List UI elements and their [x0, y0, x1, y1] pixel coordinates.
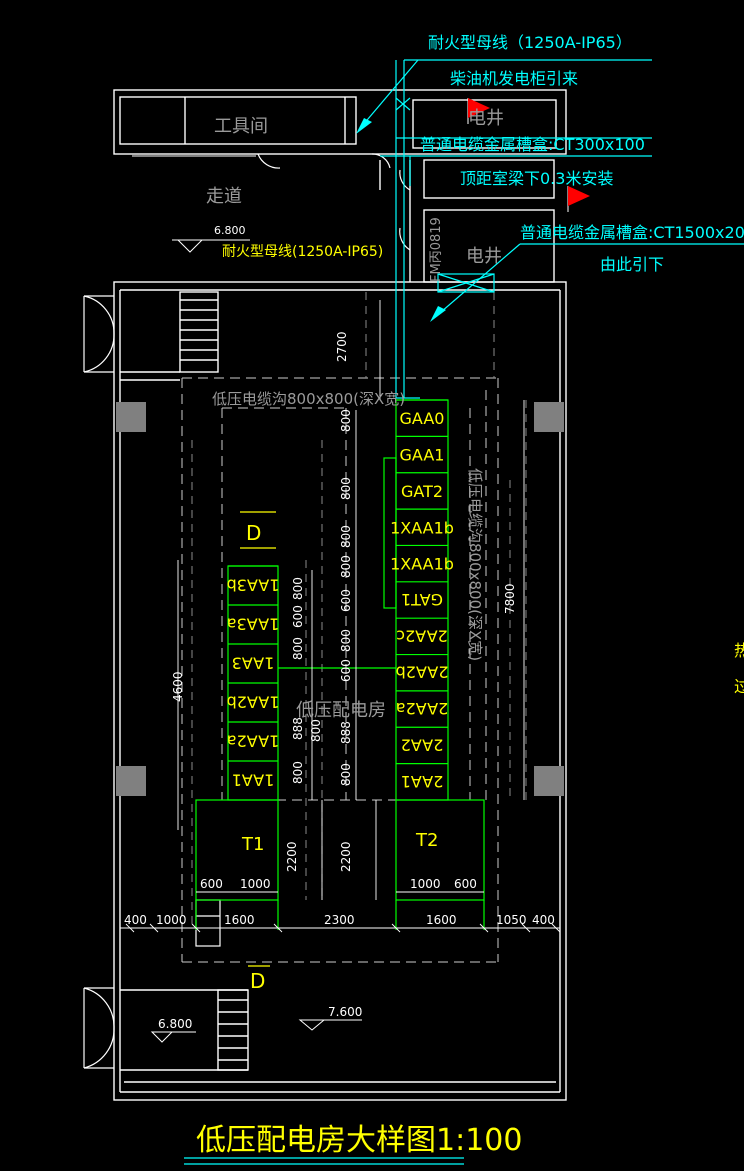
right-text-1: 热 — [734, 641, 744, 660]
cabinet-1xaa1b: 1XAA1b — [390, 555, 454, 574]
cable-trench — [181, 377, 499, 963]
cabinet-2aa2: 2AA2 — [401, 735, 444, 754]
dim-col-left-item: 800 — [291, 577, 305, 600]
label-tray-small: 普通电缆金属槽盒:CT300x100 — [420, 135, 645, 154]
cabinet-2aa2a: 2AA2a — [396, 699, 449, 718]
cabinet-1xaa1b: 1XAA1b — [390, 518, 454, 537]
red-flags — [467, 98, 590, 212]
cabinet-gat2: GAT2 — [401, 482, 443, 501]
cabinet-1aa3a: 1AA3a — [227, 615, 280, 634]
cabinet-gat1: GAT1 — [401, 590, 443, 609]
dim-col-left-item: 800 — [291, 637, 305, 660]
label-room-name: 低压配电房 — [296, 700, 386, 721]
dim-bottom-item: 1000 — [156, 913, 187, 927]
door-d-markers — [240, 511, 276, 967]
dim-bottom-item: 1050 — [496, 913, 527, 927]
door-d1: D — [246, 521, 261, 545]
level-bottom-left: 6.800 — [158, 1017, 192, 1031]
dim-bottom-item: 400 — [532, 913, 555, 927]
level-bottom-right: 7.600 — [328, 1005, 362, 1019]
label-fire-door: FM丙0819 — [429, 217, 444, 282]
cabinet-2aa2b: 2AA2b — [396, 663, 449, 682]
dim-col-right-group: 800 800 800 600 800 600 888 800 800 — [309, 477, 353, 786]
cabinet-2aa2c: 2AA2c — [396, 626, 448, 645]
dim-col-right-item: 800 — [339, 555, 353, 578]
dim-col-right-item: 800 — [339, 525, 353, 548]
cabinet-1aa1: 1AA1 — [232, 771, 275, 790]
dim-col-right-item: 600 — [339, 589, 353, 612]
transformer-t2: T2 — [415, 830, 438, 851]
dim-col-right-item: 800 — [339, 629, 353, 652]
dim-bottom-item: 1600 — [426, 913, 457, 927]
label-tray-install: 顶距室梁下0.3米安装 — [460, 169, 613, 188]
label-trench-top: 低压电缆沟800x800(深X宽) — [212, 390, 405, 408]
arrow-head — [356, 118, 372, 134]
left-cabinet-group: 1AA3b 1AA3a 1AA3 1AA2b 1AA2a 1AA1 — [227, 565, 280, 790]
label-busway-top: 耐火型母线（1250A-IP65） — [428, 33, 632, 52]
cabinet-1aa3b: 1AA3b — [227, 576, 280, 595]
label-trench-right: 低压电缆沟800x800(深X宽) — [466, 468, 484, 661]
level-corridor: 6.800 — [214, 224, 246, 237]
dim-col-right-item: 600 — [339, 659, 353, 682]
busway — [361, 59, 744, 399]
dim-right-7800: 7800 — [503, 583, 517, 614]
dim-t2-600: 600 — [454, 877, 477, 891]
dim-bottom-item: 400 — [124, 913, 147, 927]
title-underline — [184, 1157, 464, 1165]
dim-t-2200-a: 2200 — [285, 841, 299, 872]
label-tool-room: 工具间 — [214, 116, 268, 137]
dim-col-left-item: 800 — [291, 761, 305, 784]
dim-t-2200-b: 2200 — [339, 841, 353, 872]
label-busway-mid: 耐火型母线(1250A-IP65) — [222, 244, 383, 260]
dim-col-left-item: 888 — [291, 717, 305, 740]
cabinet-1aa2b: 1AA2b — [227, 693, 280, 712]
dim-bottom-item: 2300 — [324, 913, 355, 927]
cabinet-gaa1: GAA1 — [400, 446, 445, 465]
level-markers — [150, 239, 362, 1043]
label-from-generator: 柴油机发电柜引来 — [450, 69, 578, 88]
dim-col-right-item: 800 — [339, 477, 353, 500]
left-doors — [83, 153, 411, 1069]
dim-t2-1000: 1000 — [410, 877, 441, 891]
door-d2: D — [250, 969, 265, 993]
label-tray-large: 普通电缆金属槽盒:CT1500x200 — [520, 223, 744, 242]
cabinet-2aa1: 2AA1 — [401, 772, 444, 791]
dim-col-right-item: 888 — [339, 721, 353, 744]
dim-t1-600: 600 — [200, 877, 223, 891]
cabinet-1aa3: 1AA3 — [232, 654, 275, 673]
label-elec-shaft: 电井 — [466, 246, 502, 267]
dim-col-right-item: 800 — [339, 763, 353, 786]
arrow-head — [430, 306, 446, 322]
dim-bottom-item: 1600 — [224, 913, 255, 927]
label-from-here-down: 由此引下 — [600, 255, 664, 274]
right-text-2: 过 — [734, 677, 744, 696]
cabinet-gaa0: GAA0 — [400, 409, 445, 428]
label-elec-shaft-top: 电井 — [468, 108, 504, 129]
dimension-lines — [120, 300, 561, 933]
transformer-t1: T1 — [241, 834, 264, 855]
drawing-title: 低压配电房大样图1:100 — [196, 1123, 522, 1158]
cabinet-1aa2a: 1AA2a — [227, 732, 280, 751]
columns — [116, 402, 564, 796]
dim-col-left-group: 800 600 800 888 800 — [291, 577, 305, 784]
label-corridor: 走道 — [206, 186, 242, 207]
dim-top-2700: 2700 — [335, 331, 349, 362]
dim-left-4600: 4600 — [171, 671, 185, 702]
dim-col-left-item: 600 — [291, 605, 305, 628]
dim-t1-1000: 1000 — [240, 877, 271, 891]
dim-col-right-top: 800 — [339, 409, 353, 432]
dim-col-right-item: 800 — [309, 719, 323, 742]
dim-bottom-group: 400 1000 1600 2300 1600 1050 400 — [124, 913, 555, 927]
